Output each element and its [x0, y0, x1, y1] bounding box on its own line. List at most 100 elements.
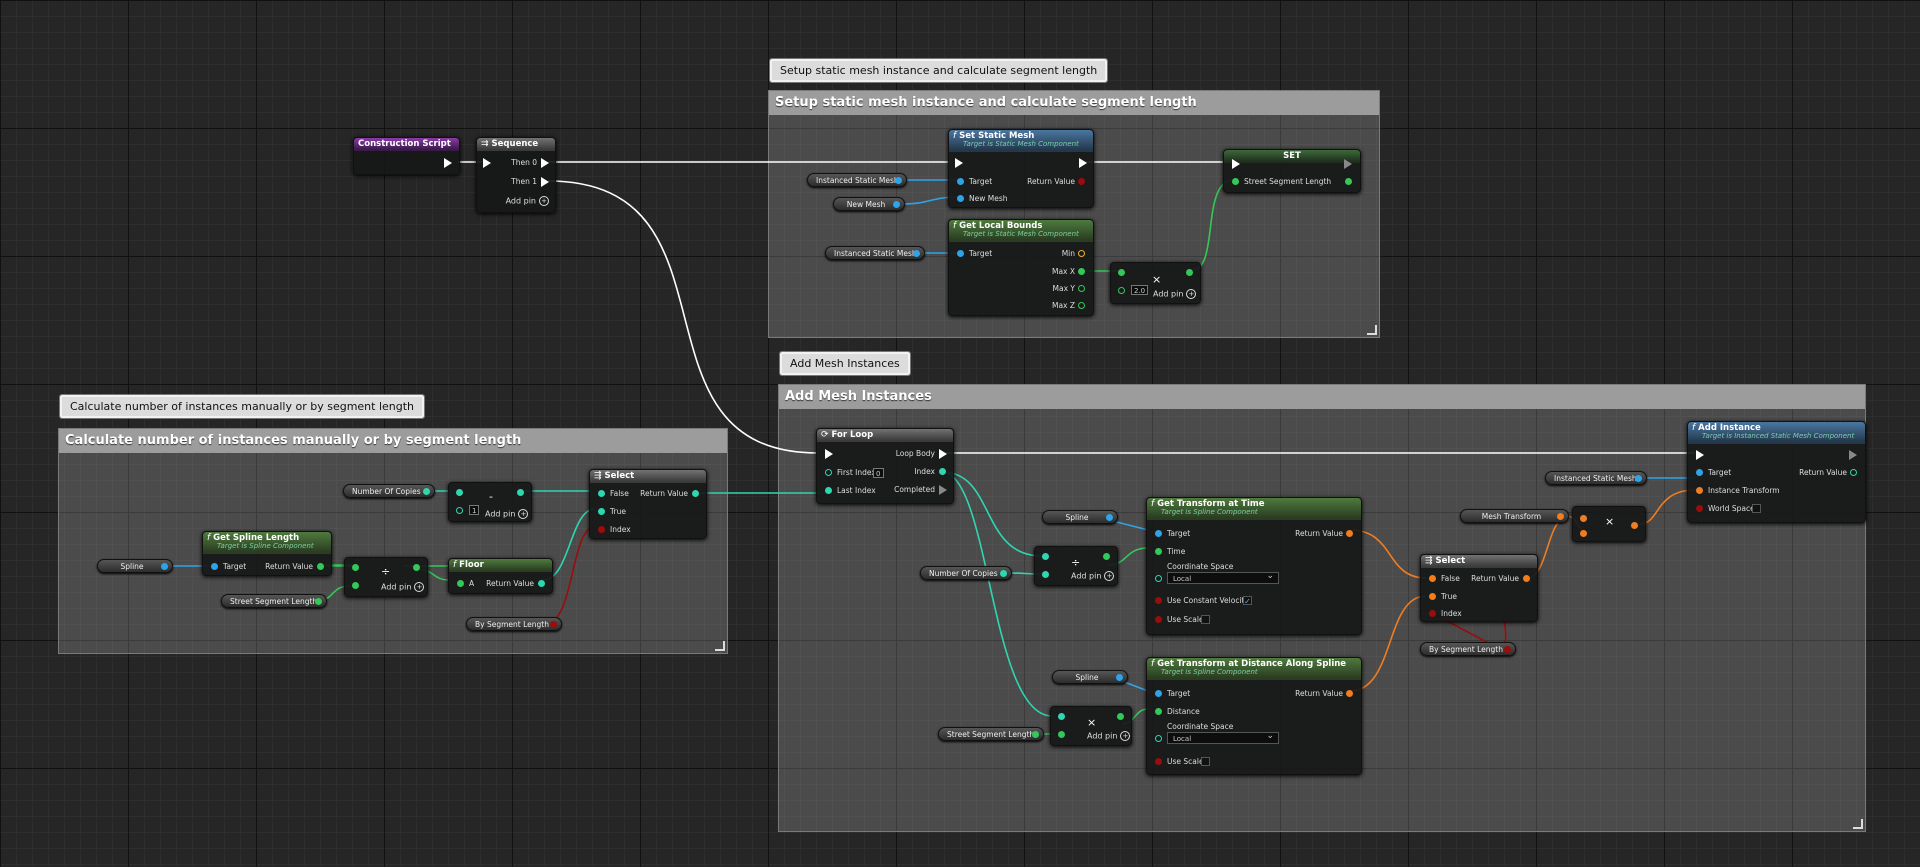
- return-value-pin[interactable]: [317, 563, 324, 570]
- var-by-segment-length[interactable]: By Segment Length: [466, 617, 562, 631]
- output-pin[interactable]: [550, 621, 557, 628]
- world-space-pin[interactable]: [1696, 505, 1703, 512]
- input-a-pin[interactable]: [1580, 515, 1587, 522]
- var-new-mesh[interactable]: New Mesh: [833, 197, 905, 211]
- world-space-checkbox[interactable]: [1752, 504, 1761, 513]
- output-pin[interactable]: [1000, 570, 1007, 577]
- node-select-transform[interactable]: ⇶Select False Return Value True Index: [1420, 554, 1538, 622]
- node-construction-script[interactable]: Construction Script: [353, 137, 460, 175]
- time-pin[interactable]: [1155, 548, 1162, 555]
- coordinate-space-dropdown[interactable]: Local: [1167, 570, 1279, 584]
- coord-space-pin[interactable]: [1155, 735, 1162, 742]
- resize-handle[interactable]: [1853, 819, 1863, 829]
- then1-pin[interactable]: [541, 177, 549, 187]
- use-scale-pin[interactable]: [1155, 616, 1162, 623]
- exec-in-pin[interactable]: [1232, 159, 1240, 169]
- input-a-pin[interactable]: [1042, 553, 1049, 560]
- use-scale-checkbox[interactable]: [1201, 615, 1210, 624]
- instance-transform-pin[interactable]: [1696, 487, 1703, 494]
- node-sequence[interactable]: ⇉Sequence Then 0 Then 1 Add pin+: [476, 137, 556, 213]
- node-multiply-distance[interactable]: × Add pin+: [1050, 706, 1132, 746]
- node-select-count[interactable]: ⇶Select False Return Value True Index: [589, 469, 707, 539]
- return-value-pin[interactable]: [538, 580, 545, 587]
- input-b-pin[interactable]: [1580, 530, 1587, 537]
- first-index-pin[interactable]: [825, 469, 832, 476]
- output-pin[interactable]: [413, 564, 420, 571]
- comment-bubble-setup[interactable]: Setup static mesh instance and calculate…: [768, 58, 1109, 83]
- input-a-pin[interactable]: [1118, 269, 1125, 276]
- output-pin[interactable]: [161, 563, 168, 570]
- output-pin[interactable]: [895, 177, 902, 184]
- output-pin[interactable]: [1504, 646, 1511, 653]
- output-pin[interactable]: [517, 489, 524, 496]
- exec-out-pin[interactable]: [444, 158, 452, 168]
- then0-pin[interactable]: [541, 158, 549, 168]
- var-spline[interactable]: Spline: [1052, 670, 1128, 684]
- coordinate-space-dropdown[interactable]: Local: [1167, 730, 1279, 744]
- target-pin[interactable]: [1155, 690, 1162, 697]
- var-street-segment-length[interactable]: Street Segment Length: [938, 727, 1044, 741]
- var-mesh-transform[interactable]: Mesh Transform: [1460, 509, 1569, 523]
- output-pin[interactable]: [1117, 713, 1124, 720]
- output-pin[interactable]: [423, 488, 430, 495]
- exec-in-pin[interactable]: [955, 158, 963, 168]
- loop-body-pin[interactable]: [939, 449, 947, 459]
- coord-space-pin[interactable]: [1155, 575, 1162, 582]
- add-pin-button[interactable]: Add pin+: [1087, 731, 1131, 741]
- output-pin[interactable]: [315, 598, 322, 605]
- false-pin[interactable]: [1429, 575, 1436, 582]
- output-pin[interactable]: [1106, 514, 1113, 521]
- exec-in-pin[interactable]: [483, 158, 491, 168]
- input-a-pin[interactable]: [456, 489, 463, 496]
- node-divide-copies[interactable]: ÷ Add pin+: [1034, 546, 1118, 586]
- exec-out-pin[interactable]: [1849, 450, 1857, 460]
- resize-handle[interactable]: [1367, 325, 1377, 335]
- index-pin[interactable]: [939, 468, 946, 475]
- output-pin[interactable]: [913, 250, 920, 257]
- use-constant-velocity-pin[interactable]: [1155, 597, 1162, 604]
- true-pin[interactable]: [598, 508, 605, 515]
- add-pin-button[interactable]: Add pin+: [506, 196, 549, 206]
- true-pin[interactable]: [1429, 593, 1436, 600]
- output-pin[interactable]: [1032, 731, 1039, 738]
- literal-value-field[interactable]: 1: [469, 505, 480, 515]
- node-subtract[interactable]: 1 - Add pin+: [448, 482, 532, 522]
- index-pin[interactable]: [598, 526, 605, 533]
- add-pin-button[interactable]: Add pin+: [381, 582, 425, 592]
- output-pin[interactable]: [1345, 178, 1352, 185]
- target-pin[interactable]: [957, 250, 964, 257]
- input-a-pin[interactable]: [1058, 713, 1065, 720]
- exec-in-pin[interactable]: [1696, 450, 1704, 460]
- comment-bubble-calc[interactable]: Calculate number of instances manually o…: [58, 394, 426, 419]
- last-index-pin[interactable]: [825, 487, 832, 494]
- exec-out-pin[interactable]: [1344, 159, 1352, 169]
- distance-pin[interactable]: [1155, 708, 1162, 715]
- exec-out-pin[interactable]: [1079, 158, 1087, 168]
- min-pin[interactable]: [1078, 250, 1085, 257]
- completed-pin[interactable]: [939, 485, 947, 495]
- target-pin[interactable]: [1696, 469, 1703, 476]
- use-constant-velocity-checkbox[interactable]: ✓: [1243, 596, 1252, 606]
- max-x-pin[interactable]: [1078, 268, 1085, 275]
- var-spline[interactable]: Spline: [1042, 510, 1118, 524]
- add-pin-button[interactable]: Add pin+: [485, 509, 529, 519]
- input-b-pin[interactable]: [352, 582, 359, 589]
- var-instanced-static-mesh[interactable]: Instanced Static Mesh: [1545, 471, 1647, 485]
- target-pin[interactable]: [1155, 530, 1162, 537]
- var-number-of-copies[interactable]: Number Of Copies: [920, 566, 1012, 580]
- node-set-variable[interactable]: SET Street Segment Length: [1223, 149, 1361, 193]
- var-spline[interactable]: Spline: [97, 559, 173, 573]
- node-multiply-transform[interactable]: ×: [1572, 506, 1646, 542]
- var-number-of-copies[interactable]: Number Of Copies: [343, 484, 435, 498]
- return-value-pin[interactable]: [1346, 690, 1353, 697]
- input-b-pin[interactable]: [456, 507, 463, 514]
- var-instanced-static-mesh[interactable]: Instanced Static Mesh: [825, 246, 925, 260]
- false-pin[interactable]: [598, 490, 605, 497]
- add-pin-button[interactable]: Add pin+: [1071, 571, 1115, 581]
- add-pin-button[interactable]: Add pin+: [1153, 289, 1197, 299]
